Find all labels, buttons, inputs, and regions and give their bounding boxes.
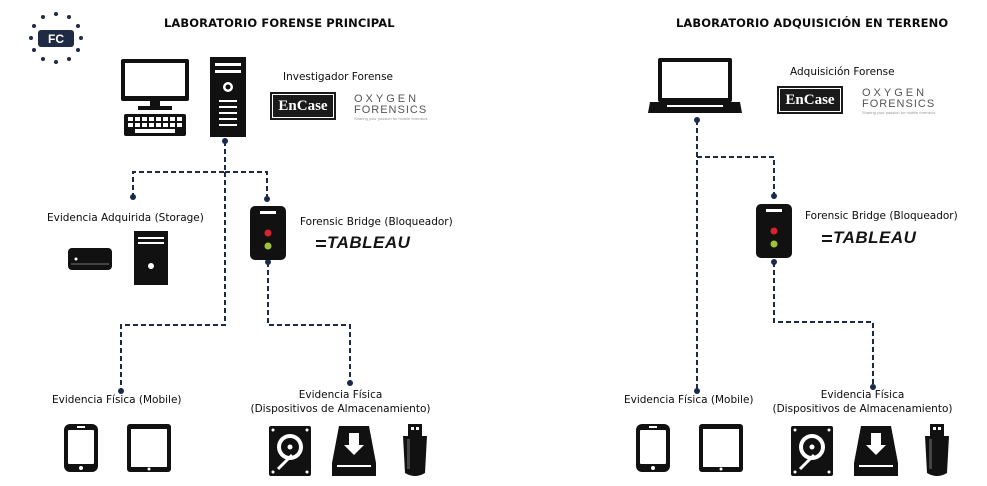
oxygen-right-tagline: Sharing your passion for mobile forensic…: [862, 110, 936, 115]
encase-logo-text: EnCase: [278, 97, 328, 114]
wire-bridge-to-storage-devices-right: [773, 262, 874, 387]
investigator-label: Investigador Forense: [283, 71, 393, 83]
wire-node: [264, 196, 270, 202]
tableau-mark-right-icon: [822, 235, 832, 243]
storage-devices-label: Evidencia Física (Dispositivos de Almace…: [248, 388, 433, 416]
oxygen-tagline: Sharing your passion for mobile forensic…: [354, 116, 428, 121]
wire-tower-to-storage: [132, 141, 226, 197]
usb-drive-right-icon: [925, 424, 949, 476]
tablet-right-icon: [699, 424, 743, 472]
forensic-bridge-icon: [250, 206, 286, 260]
server-tower-icon: [134, 231, 168, 285]
oxygen-line1: OXYGEN: [354, 93, 420, 105]
hard-drive-icon: [269, 426, 311, 476]
smartphone-right-icon: [636, 424, 670, 472]
wire-tower-to-bridge: [225, 171, 268, 199]
wire-node: [694, 117, 700, 123]
acquisition-label: Adquisición Forense: [790, 66, 895, 78]
tower-pc-icon: [210, 57, 246, 137]
storage-devices-label-right-line2: (Dispositivos de Almacenamiento): [772, 403, 953, 415]
tablet-icon: [127, 424, 171, 472]
tableau-mark-icon: [316, 240, 326, 248]
wire-node: [694, 388, 700, 394]
wire-node: [118, 388, 124, 394]
storage-devices-label-right-line1: Evidencia Física: [820, 389, 905, 401]
wire-node: [771, 193, 777, 199]
wire-node: [771, 259, 777, 265]
storage-label: Evidencia Adquirida (Storage): [47, 212, 204, 224]
oxygen-right-line2: FORENSICS: [862, 98, 936, 110]
storage-devices-label-line1: Evidencia Física: [298, 389, 383, 401]
oxygen-line2: FORENSICS: [354, 104, 428, 116]
usb-drive-icon: [403, 424, 427, 476]
logo-text: FC: [48, 32, 64, 46]
tableau-logo: TABLEAU: [316, 233, 410, 253]
download-drive-icon: [332, 426, 376, 476]
laptop-icon: [648, 58, 742, 113]
mobile-label: Evidencia Física (Mobile): [52, 394, 182, 406]
storage-devices-label-right: Evidencia Física (Dispositivos de Almace…: [770, 388, 955, 416]
wire-node: [222, 138, 228, 144]
encase-logo-right-text: EnCase: [785, 91, 835, 108]
wire-tower-to-mobile: [120, 172, 226, 391]
wire-laptop-to-bridge: [697, 156, 775, 196]
wire-bridge-to-storage-devices: [267, 262, 351, 383]
bridge-label: Forensic Bridge (Bloqueador): [300, 216, 453, 228]
bridge-label-right: Forensic Bridge (Bloqueador): [805, 210, 958, 222]
oxygen-right-line1: OXYGEN: [862, 87, 928, 99]
wire-node: [347, 380, 353, 386]
left-lab-title: LABORATORIO FORENSE PRINCIPAL: [164, 16, 395, 30]
smartphone-icon: [64, 424, 98, 472]
encase-logo-right: EnCase: [777, 86, 843, 114]
mobile-label-right: Evidencia Física (Mobile): [624, 394, 754, 406]
storage-devices-label-line2: (Dispositivos de Almacenamiento): [250, 403, 431, 415]
fc-logo: FC: [29, 12, 83, 64]
download-drive-right-icon: [854, 426, 898, 476]
right-lab-title: LABORATORIO ADQUISICIÓN EN TERRENO: [676, 16, 949, 30]
oxygen-forensics-logo-right: OXYGEN FORENSICS Sharing your passion fo…: [862, 88, 935, 116]
tableau-logo-right: TABLEAU: [822, 228, 916, 248]
wire-node: [870, 384, 876, 390]
tableau-logo-right-text: TABLEAU: [833, 228, 917, 247]
hard-drive-right-icon: [791, 426, 833, 476]
forensic-bridge-right-icon: [756, 204, 792, 258]
external-drive-icon: [68, 248, 112, 270]
wire-node: [130, 194, 136, 200]
tableau-logo-text: TABLEAU: [327, 233, 411, 252]
oxygen-forensics-logo: OXYGEN FORENSICS Sharing your passion fo…: [354, 94, 427, 122]
wire-node: [265, 259, 271, 265]
monitor-icon: [121, 59, 189, 136]
encase-logo: EnCase: [270, 92, 336, 120]
